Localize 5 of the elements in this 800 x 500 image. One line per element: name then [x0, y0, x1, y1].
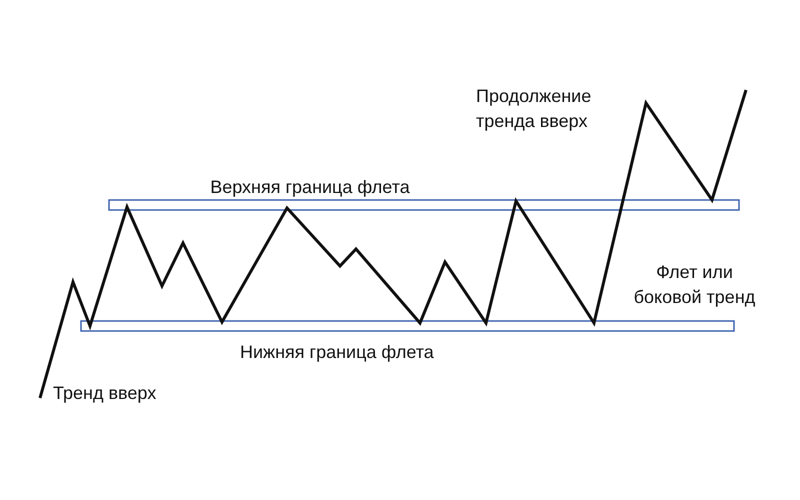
chart-label: Нижняя граница флета	[240, 341, 435, 364]
chart-label: Тренд вверх	[53, 382, 158, 405]
chart-label: Верхняя граница флета	[209, 176, 411, 199]
chart-label: Флет или боковой тренд	[632, 261, 756, 309]
chart-label: Продолжение тренда вверх	[476, 85, 592, 133]
